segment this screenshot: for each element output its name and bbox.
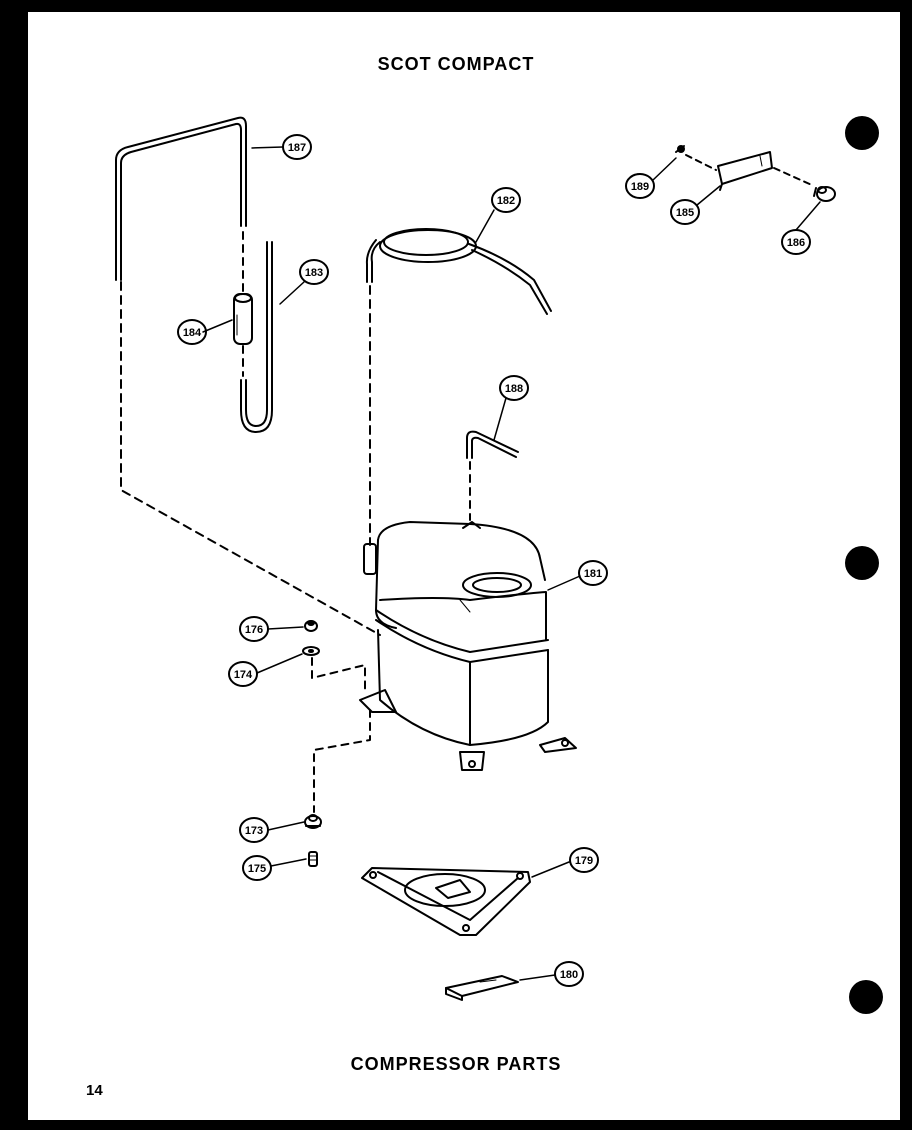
part-179-base-plate [361, 867, 531, 936]
callout-174: 174 [228, 661, 258, 687]
svg-text:181: 181 [584, 568, 602, 580]
svg-text:184: 184 [183, 327, 202, 339]
part-175-screw [308, 851, 318, 867]
callout-leaders [202, 146, 821, 981]
part-189-screw [675, 145, 685, 153]
svg-text:175: 175 [248, 863, 266, 875]
svg-text:180: 180 [560, 969, 578, 981]
svg-text:185: 185 [676, 207, 694, 219]
diagram-caption: COMPRESSOR PARTS [350, 1054, 562, 1074]
part-173-grommet [304, 814, 322, 829]
callout-186: 186 [781, 229, 811, 255]
callout-179: 179 [569, 847, 599, 873]
svg-text:174: 174 [234, 669, 253, 681]
svg-text:179: 179 [575, 855, 593, 867]
callout-184: 184 [177, 319, 207, 345]
binder-hole-top [845, 116, 879, 150]
svg-text:187: 187 [288, 142, 306, 154]
svg-text:188: 188 [505, 383, 523, 395]
callout-181: 181 [578, 560, 608, 586]
part-184-drier [233, 293, 253, 345]
callout-185: 185 [670, 199, 700, 225]
callout-183: 183 [299, 259, 329, 285]
leader-dashed-187-to-compressor [120, 281, 381, 636]
callout-189: 189 [625, 173, 655, 199]
part-181-compressor [359, 521, 577, 771]
part-174-washer [302, 646, 320, 656]
part-180-clip [445, 975, 519, 1001]
part-183-tube [240, 241, 273, 433]
leader-dashed-185 [773, 167, 815, 187]
leader-dashed-189 [685, 154, 717, 171]
part-188-tube [466, 430, 519, 459]
leader-dashed-174 [311, 657, 366, 691]
callout-182: 182 [491, 187, 521, 213]
leader-dashed-173 [313, 709, 371, 813]
svg-text:182: 182 [497, 195, 515, 207]
diagram-title: SCOT COMPACT [377, 54, 535, 74]
callout-188: 188 [499, 375, 529, 401]
binder-hole-bottom [849, 980, 883, 1014]
callout-173: 173 [239, 817, 269, 843]
callout-180: 180 [554, 961, 584, 987]
svg-text:186: 186 [787, 237, 805, 249]
part-187-tube [115, 116, 247, 281]
part-176-grommet [304, 620, 318, 632]
part-182-coil [365, 228, 552, 315]
binder-hole-middle [845, 546, 879, 580]
part-186-nut [813, 186, 836, 202]
svg-text:173: 173 [245, 825, 263, 837]
callout-187: 187 [282, 134, 312, 160]
callout-176: 176 [239, 616, 269, 642]
part-185-clamp [717, 151, 773, 191]
svg-text:176: 176 [245, 624, 263, 636]
page-number: 14 [86, 1082, 103, 1099]
svg-text:189: 189 [631, 181, 649, 193]
svg-text:183: 183 [305, 267, 323, 279]
callout-175: 175 [242, 855, 272, 881]
